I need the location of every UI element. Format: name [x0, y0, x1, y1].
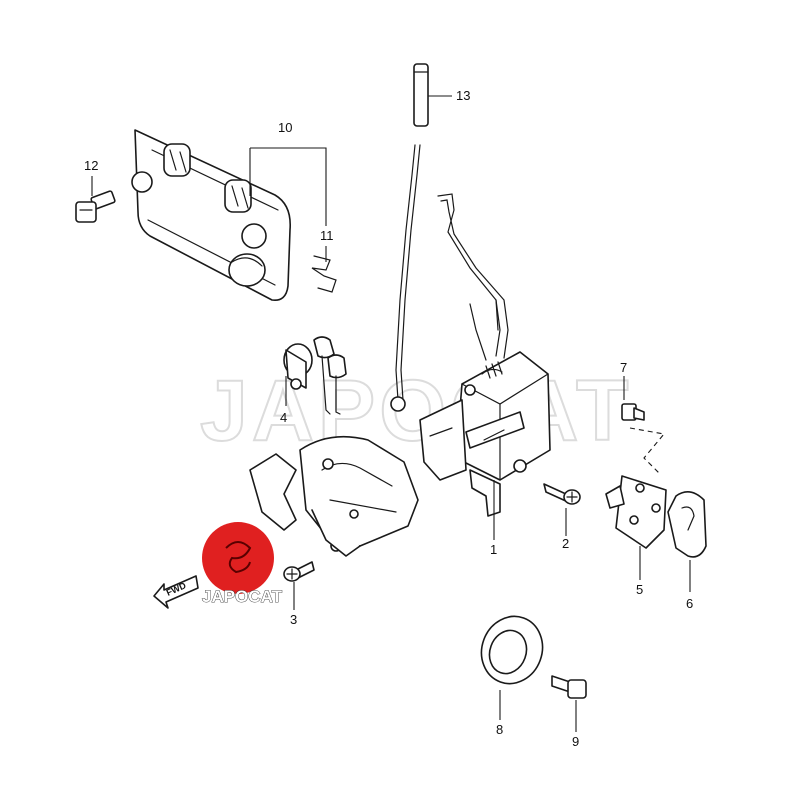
callout-10: 10 [278, 120, 292, 135]
part-10-outside-handle[interactable] [131, 129, 292, 302]
callout-12: 12 [84, 158, 98, 173]
leader-lines [91, 95, 691, 732]
callout-5: 5 [636, 582, 643, 597]
part-7-bolt[interactable] [621, 403, 645, 421]
logo-emblem [225, 541, 252, 574]
callout-6: 6 [686, 596, 693, 611]
callout-7: 7 [620, 360, 627, 375]
part-4-lock-cylinder[interactable] [283, 336, 347, 415]
part-3-screw[interactable] [283, 561, 315, 582]
callout-8: 8 [496, 722, 503, 737]
inside-release-bracket[interactable] [249, 435, 419, 557]
callout-2: 2 [562, 536, 569, 551]
watermark-text: JAPOCAT [200, 363, 633, 459]
callout-9: 9 [572, 734, 579, 749]
callout-11: 11 [320, 228, 334, 243]
part-12-bolt[interactable] [75, 190, 116, 223]
callout-1: 1 [490, 542, 497, 557]
part-7-dashed-guide [629, 427, 666, 475]
release-rod[interactable] [437, 193, 509, 359]
part-11-clip[interactable] [311, 255, 337, 293]
logo-text: JAPOCAT [202, 587, 283, 606]
callout-4: 4 [280, 410, 287, 425]
callout-13: 13 [456, 88, 470, 103]
part-8-grommet[interactable] [472, 608, 552, 692]
part-13-rod-end[interactable] [413, 63, 429, 127]
part-1-door-latch[interactable] [419, 299, 551, 517]
part-2-screw[interactable] [543, 483, 581, 505]
part-6-shim[interactable] [667, 491, 707, 558]
linkage-rod[interactable] [390, 144, 421, 412]
fwd-direction-arrow: FWD [153, 575, 199, 609]
japocat-logo: JAPOCAT [202, 522, 283, 606]
part-5-striker[interactable] [605, 475, 667, 549]
callout-labels: 13 10 11 12 4 1 2 3 7 5 6 8 9 [84, 88, 693, 749]
callout-3: 3 [290, 612, 297, 627]
part-9-bolt[interactable] [551, 675, 587, 699]
